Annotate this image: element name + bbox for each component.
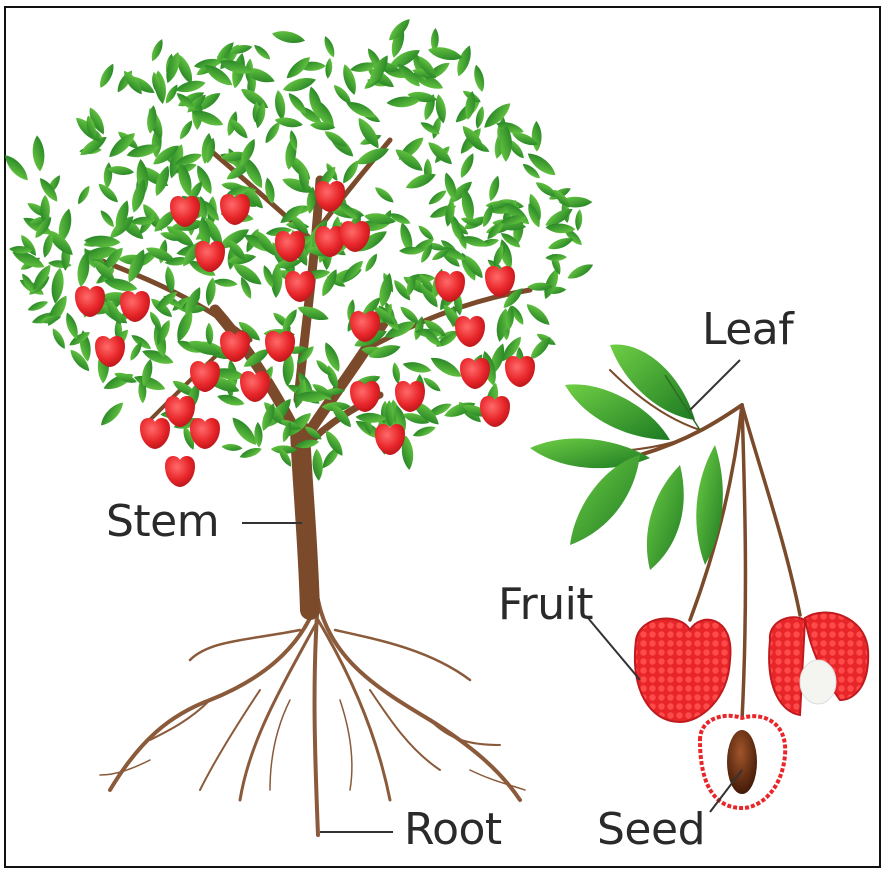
whole-fruit — [635, 619, 731, 722]
leaflet — [472, 64, 487, 93]
leaflet — [402, 359, 433, 375]
leaflet — [434, 93, 448, 124]
leaflet — [98, 208, 116, 229]
leaflet — [273, 89, 287, 121]
leaflet — [103, 162, 113, 189]
leaflet — [545, 254, 567, 262]
leaflet — [487, 174, 502, 202]
lychee-fruit — [190, 418, 220, 449]
root-system — [100, 600, 525, 835]
leaflet — [363, 252, 380, 274]
leaf-label: Leaf — [702, 308, 793, 352]
leaflet — [428, 353, 465, 381]
leaflet — [213, 277, 238, 288]
leaflet — [391, 362, 402, 385]
lychee-fruit — [240, 371, 270, 402]
leaflet — [324, 58, 333, 79]
root-label: Root — [404, 808, 502, 852]
leaflet — [565, 261, 595, 283]
peeled-fruit — [769, 613, 868, 715]
leaflet — [97, 62, 117, 90]
lychee-fruit — [455, 316, 485, 347]
fruit-pointer — [588, 618, 640, 680]
lychee-fruit — [505, 356, 535, 387]
leaflet — [531, 121, 541, 152]
leaflet — [26, 299, 49, 314]
leaflet — [271, 28, 306, 46]
leaflet — [373, 184, 396, 205]
lychee-fruit — [480, 396, 510, 427]
leaflet — [457, 151, 477, 179]
branch-leaves — [530, 344, 723, 570]
lychee-fruit — [375, 424, 405, 455]
leaflet — [322, 35, 337, 59]
leaflet — [523, 301, 552, 329]
leaflet — [221, 443, 243, 452]
leaflet — [50, 327, 68, 351]
lychee-fruit — [460, 358, 490, 389]
seed-label: Seed — [597, 808, 705, 852]
leaflet — [524, 149, 559, 179]
leaflet — [411, 424, 437, 440]
leaf-pointer — [690, 360, 740, 410]
leaflet — [75, 184, 92, 206]
leaflet — [252, 42, 273, 62]
fruit-label: Fruit — [498, 583, 593, 627]
leaflet — [238, 445, 263, 461]
leaflet — [285, 90, 309, 116]
leaflet — [454, 44, 475, 78]
lychee-fruit — [165, 456, 195, 487]
leaflet — [31, 135, 46, 172]
leaflet — [426, 188, 448, 208]
leaflet — [1, 151, 32, 183]
fruit-cross-section — [700, 716, 785, 808]
leaflet — [97, 399, 126, 429]
leaflet — [312, 449, 324, 482]
leaflet — [404, 170, 438, 193]
stem-label: Stem — [106, 500, 219, 544]
lychee-fruit — [140, 418, 170, 449]
leaflet — [574, 209, 583, 231]
leaflet — [149, 38, 166, 63]
leaflet — [177, 118, 195, 141]
leaflet — [296, 303, 331, 324]
